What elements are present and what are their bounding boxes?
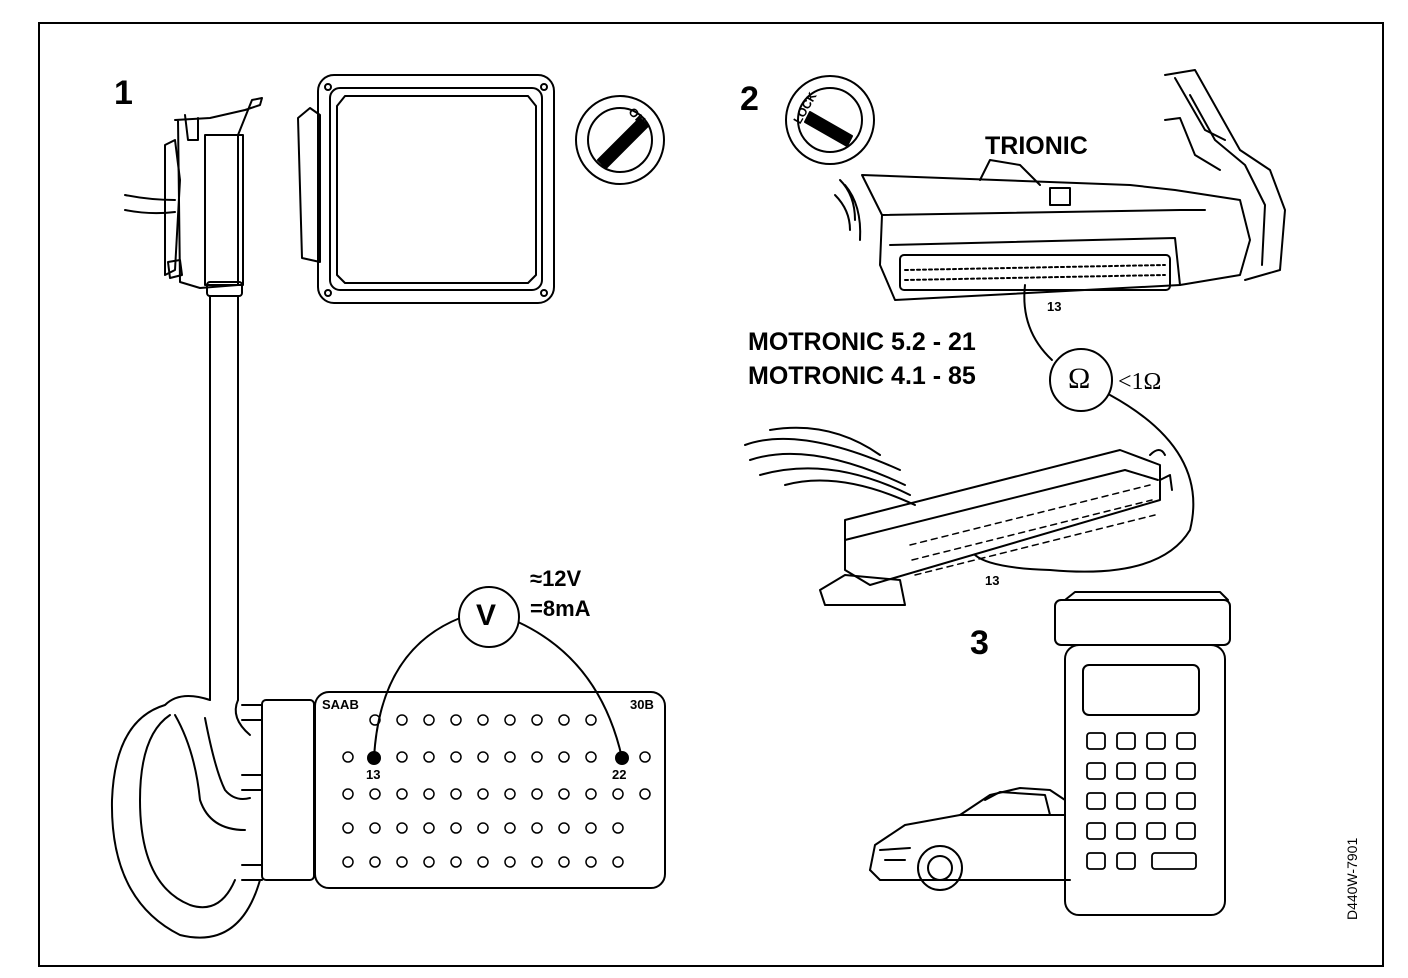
pin-row-1 xyxy=(369,714,597,726)
breakout-brand-right: 30B xyxy=(630,697,654,712)
motronic-connector-icon xyxy=(744,426,1173,606)
voltmeter-symbol: V xyxy=(476,599,497,632)
ohmmeter-symbol: Ω xyxy=(1068,362,1091,395)
pin-row-4 xyxy=(342,822,624,834)
motronic-label-2: MOTRONIC 4.1 - 85 xyxy=(748,362,976,390)
pin-row-3 xyxy=(342,788,651,800)
trionic-label: TRIONIC xyxy=(985,132,1088,160)
tester-display xyxy=(1082,664,1200,716)
pin-row-5 xyxy=(342,856,624,868)
pin-row-2 xyxy=(342,751,651,763)
motronic-label-1: MOTRONIC 5.2 - 21 xyxy=(748,328,976,356)
diagnostic-tester-icon xyxy=(1054,591,1231,916)
voltmeter-icon xyxy=(373,586,623,759)
step-2-label: 2 xyxy=(740,80,759,118)
ignition-switch-icon xyxy=(575,95,665,185)
voltmeter-current-reading: =8mA xyxy=(530,596,591,621)
trionic-pin-label: 13 xyxy=(1047,299,1062,314)
ecu-connector-icon xyxy=(124,97,263,297)
ohmmeter-icon xyxy=(974,284,1195,573)
breakout-pin-22-label: 22 xyxy=(612,767,627,782)
breakout-pin-13-label: 13 xyxy=(366,767,381,782)
voltmeter-voltage-reading: ≈12V xyxy=(530,566,582,591)
motronic-pin-label: 13 xyxy=(985,573,1000,588)
figure-frame xyxy=(38,22,1384,967)
step-3-label: 3 xyxy=(970,624,989,662)
breakout-box-icon xyxy=(241,691,666,889)
ignition-lock-icon xyxy=(785,75,875,165)
figure-code: D440W-7901 xyxy=(1344,837,1360,920)
car-icon xyxy=(869,787,1071,891)
ohmmeter-reading: <1Ω xyxy=(1118,369,1162,395)
cable-icon xyxy=(110,295,261,939)
step-1-label: 1 xyxy=(114,74,133,112)
breakout-brand-left: SAAB xyxy=(322,697,359,712)
ecu-icon xyxy=(297,74,555,304)
trionic-connector-icon xyxy=(834,69,1286,301)
